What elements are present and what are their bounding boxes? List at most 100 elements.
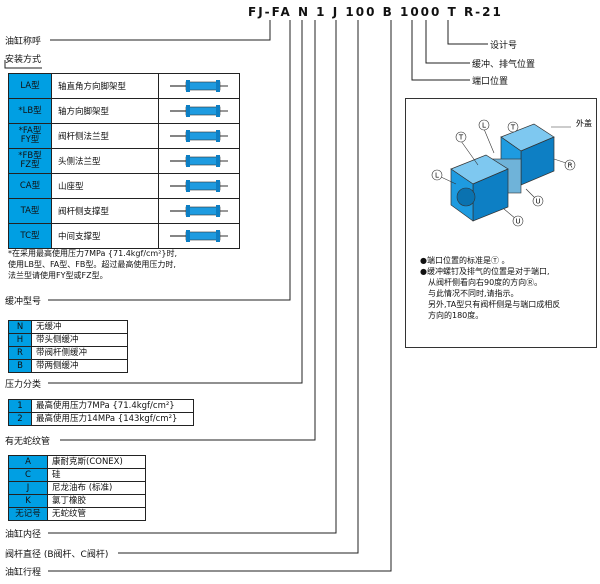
table-row: 无记号无蛇纹管 <box>8 507 146 521</box>
cylinder-ta-icon <box>159 199 239 223</box>
boot-code: K <box>8 494 48 508</box>
boot-desc: 尼龙油布 (标准) <box>47 481 146 495</box>
cylinder-ca-icon <box>159 174 239 198</box>
label-cushion-vent-pos: 缓冲、排气位置 <box>472 60 536 70</box>
cushion-desc: 无缓冲 <box>31 320 128 334</box>
table-row: CA型山座型 <box>9 173 239 198</box>
mount-desc: 中间支撑型 <box>52 224 159 248</box>
cylinder-la-icon <box>159 74 239 98</box>
marker-u-back: U <box>535 198 540 206</box>
port-position-panel: T L L T R U U 外盖 ●端口位置的标准是Ⓣ 。 ●缓冲螺钉及排气的位… <box>405 98 597 348</box>
mount-desc: 山座型 <box>52 174 159 198</box>
port-note-line: ●缓冲螺钉及排气的位置是对于端口, <box>420 267 550 276</box>
table-row: *FA型 FY型阀杆侧法兰型 <box>9 123 239 148</box>
label-boot: 有无蛇纹管 <box>5 437 51 447</box>
code-stroke: 1000 <box>399 5 442 19</box>
outer-cover-label: 外盖 <box>576 118 592 128</box>
port-cube-figure: T L L T R U U 外盖 <box>431 118 592 227</box>
port-note-line: 方向的180度。 <box>428 311 484 320</box>
pressure-code: 1 <box>8 399 32 413</box>
mount-code: CA型 <box>9 174 52 198</box>
boot-code: 无记号 <box>8 507 48 521</box>
cushion-code: R <box>8 346 32 360</box>
mount-note-line: 法兰型请使用FY型或FZ型。 <box>8 271 108 280</box>
code-bore: 100 <box>345 5 377 19</box>
port-note-line: ●端口位置的标准是Ⓣ 。 <box>420 256 510 265</box>
marker-t-front: T <box>458 134 464 142</box>
label-port-pos: 端口位置 <box>472 77 509 87</box>
cushion-code: N <box>8 320 32 334</box>
boot-code: J <box>8 481 48 495</box>
mount-code: *LB型 <box>9 99 52 123</box>
code-design: R-21 <box>463 5 503 19</box>
mount-code: *FA型 FY型 <box>9 124 52 148</box>
label-rod-dia: 阀杆直径 (B阀杆、C阀杆) <box>5 550 109 560</box>
cylinder-fa-icon <box>159 124 239 148</box>
marker-u-front: U <box>515 218 520 226</box>
pressure-desc: 最高使用压力7MPa {71.4kgf/cm²} <box>31 399 194 413</box>
marker-r-back: R <box>568 162 573 170</box>
marker-l-left: L <box>435 172 439 180</box>
label-mount-type: 安装方式 <box>5 55 42 65</box>
table-row: TA型阀杆侧支撑型 <box>9 198 239 223</box>
port-note-line: 另外,TA型只有阀杆侧是与端口成相反 <box>428 300 561 309</box>
pressure-desc: 最高使用压力14MPa {143kgf/cm²} <box>31 412 194 426</box>
mount-note: *在采用最高使用压力7MPa {71.4kgf/cm²}时, 使用LB型、FA型… <box>8 248 177 281</box>
cylinder-tc-icon <box>159 224 239 248</box>
code-series: FJ-FA <box>248 5 292 19</box>
cylinder-fb-icon <box>159 149 239 173</box>
table-row: *LB型轴方向脚架型 <box>9 98 239 123</box>
mount-desc: 阀杆侧支撑型 <box>52 199 159 223</box>
code-rod: B <box>382 5 394 19</box>
cushion-desc: 带两侧缓冲 <box>31 359 128 373</box>
mount-code: TC型 <box>9 224 52 248</box>
port-note-line: 与此情况不同时,请指示。 <box>428 289 519 298</box>
port-notes: ●端口位置的标准是Ⓣ 。 ●缓冲螺钉及排气的位置是对于端口, 从阀杆侧看向右90… <box>420 255 560 321</box>
marker-t-back: T <box>510 124 516 132</box>
boot-desc: 康耐克斯(CONEX) <box>47 455 146 469</box>
cushion-code: H <box>8 333 32 347</box>
mount-note-line: 使用LB型、FA型、FB型。超过最高使用压力时, <box>8 260 176 269</box>
code-boot: J <box>332 5 340 19</box>
cushion-desc: 带头侧缓冲 <box>31 333 128 347</box>
mount-code: TA型 <box>9 199 52 223</box>
model-code: FJ-FA N 1 J 100 B 1000 T R-21 <box>248 5 503 19</box>
port-note-line: 从阀杆侧看向右90度的方向Ⓡ。 <box>428 278 543 287</box>
mount-type-table: LA型轴直角方向脚架型*LB型轴方向脚架型*FA型 FY型阀杆侧法兰型*FB型 … <box>8 73 240 249</box>
cushion-desc: 带阀杆侧缓冲 <box>31 346 128 360</box>
mount-code: LA型 <box>9 74 52 98</box>
label-bore: 油缸内径 <box>5 530 42 540</box>
code-port: T <box>447 5 458 19</box>
cylinder-lb-icon <box>159 99 239 123</box>
label-pressure-class: 压力分类 <box>5 380 42 390</box>
table-row: LA型轴直角方向脚架型 <box>9 74 239 98</box>
marker-l-top: L <box>482 122 486 130</box>
table-row: *FB型 FZ型头侧法兰型 <box>9 148 239 173</box>
label-cushion-model: 缓冲型号 <box>5 297 42 307</box>
mount-desc: 头侧法兰型 <box>52 149 159 173</box>
label-design-no: 设计号 <box>490 41 518 51</box>
mount-desc: 轴直角方向脚架型 <box>52 74 159 98</box>
code-cushion: N <box>297 5 310 19</box>
boot-desc: 无蛇纹管 <box>47 507 146 521</box>
mount-note-line: *在采用最高使用压力7MPa {71.4kgf/cm²}时, <box>8 249 178 258</box>
label-stroke: 油缸行程 <box>5 568 42 578</box>
pressure-code: 2 <box>8 412 32 426</box>
label-series-name: 油缸称呼 <box>5 37 42 47</box>
boot-code: C <box>8 468 48 482</box>
cushion-code: B <box>8 359 32 373</box>
table-row: TC型中间支撑型 <box>9 223 239 248</box>
